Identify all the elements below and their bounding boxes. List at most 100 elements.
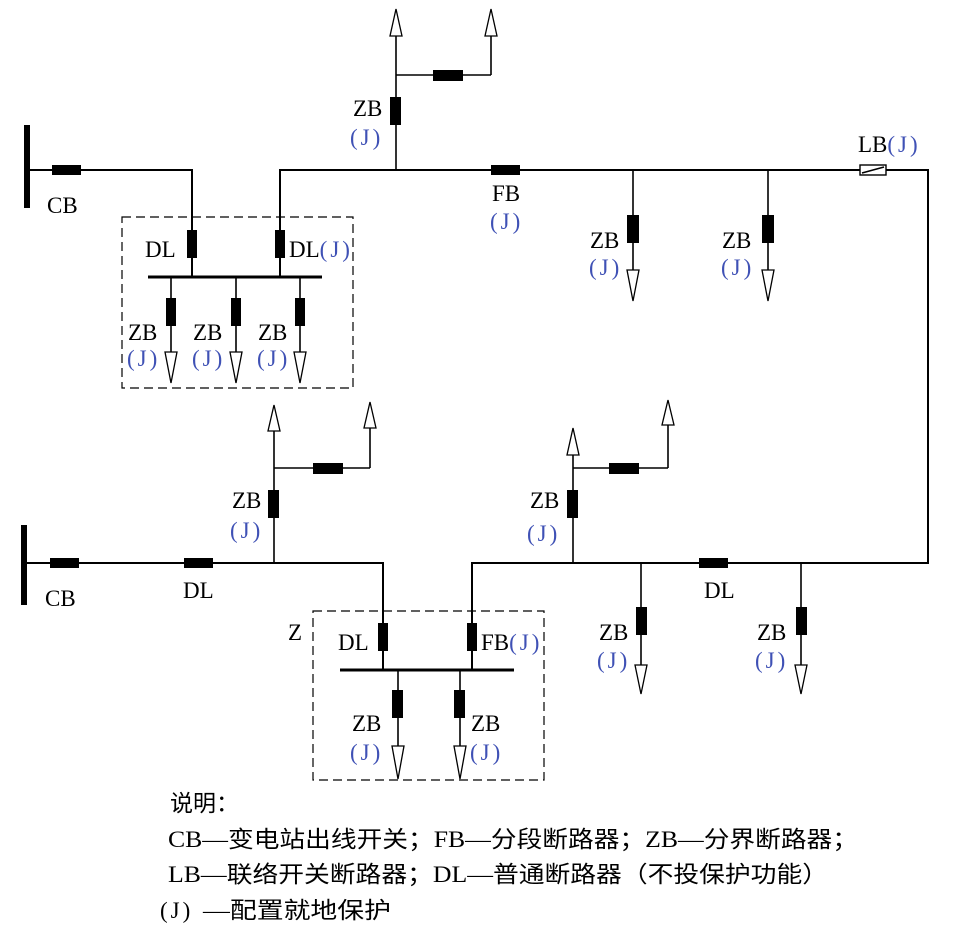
label-zb: ZB <box>353 96 382 121</box>
breaker-cb-top <box>52 165 81 175</box>
breaker-dl-bottom-right-group: DL <box>699 558 735 603</box>
breaker-zb <box>268 490 279 518</box>
label-dl: DL <box>338 630 369 655</box>
breaker-dlj-box1-right <box>275 230 285 258</box>
legend-line-2: LB—联络开关断路器；DL—普通断路器（不投保护功能） <box>168 862 828 887</box>
legend-line-3-marker: (J) <box>160 898 193 923</box>
label-zb: ZB <box>352 711 381 736</box>
breaker-cb-bottom <box>50 558 79 568</box>
arrow-down-icon <box>453 745 467 780</box>
breaker-zb <box>166 298 176 326</box>
breaker-zb <box>231 298 241 326</box>
branch-bottom-right-up: ZB (J) <box>527 399 675 563</box>
arrow-up-icon <box>661 399 675 426</box>
arrow-up-icon <box>566 427 580 456</box>
label-zb: ZB <box>128 320 157 345</box>
legend-line-3-text: —配置就地保护 <box>202 898 391 923</box>
dashed-box-2 <box>312 610 545 781</box>
label-j: (J) <box>509 630 542 655</box>
arrow-up-icon <box>484 8 498 37</box>
branch-bottom-left-up: ZB (J) <box>230 401 377 563</box>
label-zb: ZB <box>193 320 222 345</box>
tie-switch-lb: LB(J) <box>858 132 921 176</box>
label-j: (J) <box>230 518 263 543</box>
switching-station-1: DL DL(J) ZB (J) ZB (J) ZB (J) <box>121 216 354 389</box>
breaker-zb <box>390 97 401 125</box>
breaker-zb <box>627 215 639 243</box>
breaker-dl-box2 <box>378 623 388 651</box>
label-fb: FB <box>481 630 509 655</box>
breaker-zb <box>392 690 403 718</box>
breaker-zb <box>796 607 807 635</box>
label-zb: ZB <box>757 620 786 645</box>
breaker-zb <box>454 690 465 718</box>
label-zb: ZB <box>471 711 500 736</box>
label-j: (J) <box>887 132 920 157</box>
label-z: Z <box>288 620 302 645</box>
label-zb: ZB <box>590 228 619 253</box>
label-dl: DL <box>704 578 735 603</box>
label-j: (J) <box>470 740 503 765</box>
switch-lb-diagonal <box>861 166 885 174</box>
breaker-dl-bottom-left <box>184 558 213 568</box>
arrow-up-icon <box>389 8 403 37</box>
branch-bottom-down-2: ZB (J) <box>755 563 808 695</box>
label-zb: ZB <box>232 488 261 513</box>
dashed-box-1 <box>121 216 354 389</box>
label-dlj-box1-right: DL(J) <box>289 237 353 262</box>
label-j: (J) <box>755 648 788 673</box>
label-lbj: LB(J) <box>858 132 921 157</box>
breaker-sub <box>313 463 343 474</box>
arrow-down-icon <box>626 269 640 302</box>
label-j: (J) <box>127 346 160 371</box>
breaker-sub <box>609 463 639 474</box>
branch-box2-1: ZB (J) <box>350 670 405 780</box>
label-j: (J) <box>597 648 630 673</box>
arrow-down-icon <box>293 351 307 384</box>
legend-line-1: CB—变电站出线开关；FB—分段断路器；ZB—分界断路器； <box>168 827 858 852</box>
branch-bottom-down-1: ZB (J) <box>597 563 648 695</box>
branch-top-down-2: ZB (J) <box>721 170 775 302</box>
arrow-up-icon <box>267 404 281 432</box>
breaker-dl-box1-left <box>187 230 197 258</box>
label-j: (J) <box>350 125 383 150</box>
label-fb: FB <box>492 181 520 206</box>
arrow-down-icon <box>761 269 775 302</box>
branch-top-up: ZB (J) <box>350 8 498 170</box>
arrow-down-icon <box>634 664 648 695</box>
breaker-fb-top <box>491 165 520 175</box>
label-dl: DL <box>183 578 214 603</box>
label-zb: ZB <box>258 320 287 345</box>
branch-box1-3: ZB (J) <box>257 277 307 384</box>
label-fbj: FB(J) <box>481 630 542 655</box>
arrow-down-icon <box>794 664 808 695</box>
main-loop-line <box>279 169 929 670</box>
switching-station-2: Z DL FB(J) ZB (J) ZB (J) <box>288 610 545 781</box>
sectionalizer-top: FB (J) <box>490 165 520 234</box>
breaker-zb <box>567 490 578 518</box>
arrow-down-icon <box>164 351 178 384</box>
breaker-zb <box>636 607 647 635</box>
label-j: (J) <box>589 255 622 280</box>
label-zb: ZB <box>722 228 751 253</box>
branch-box1-1: ZB (J) <box>127 277 178 384</box>
label-j: (J) <box>527 521 560 546</box>
branch-box1-2: ZB (J) <box>192 277 243 384</box>
bottom-source: CB DL <box>21 525 384 670</box>
label-cb-top: CB <box>47 193 78 218</box>
legend: 说明： CB—变电站出线开关；FB—分段断路器；ZB—分界断路器； LB—联络开… <box>160 791 858 923</box>
breaker-dl-bottom-right <box>699 558 728 568</box>
arrow-down-icon <box>229 351 243 384</box>
breaker-zb <box>295 298 305 326</box>
label-zb: ZB <box>599 620 628 645</box>
breaker-fbj-box2 <box>467 623 477 651</box>
label-j: (J) <box>350 740 383 765</box>
legend-title: 说明： <box>170 791 239 816</box>
arrow-down-icon <box>391 745 405 780</box>
breaker-sub <box>433 70 463 81</box>
label-lb: LB <box>858 132 887 157</box>
branch-top-down-1: ZB (J) <box>589 170 640 302</box>
label-dl-box1-left: DL <box>145 237 176 262</box>
label-zb: ZB <box>530 488 559 513</box>
